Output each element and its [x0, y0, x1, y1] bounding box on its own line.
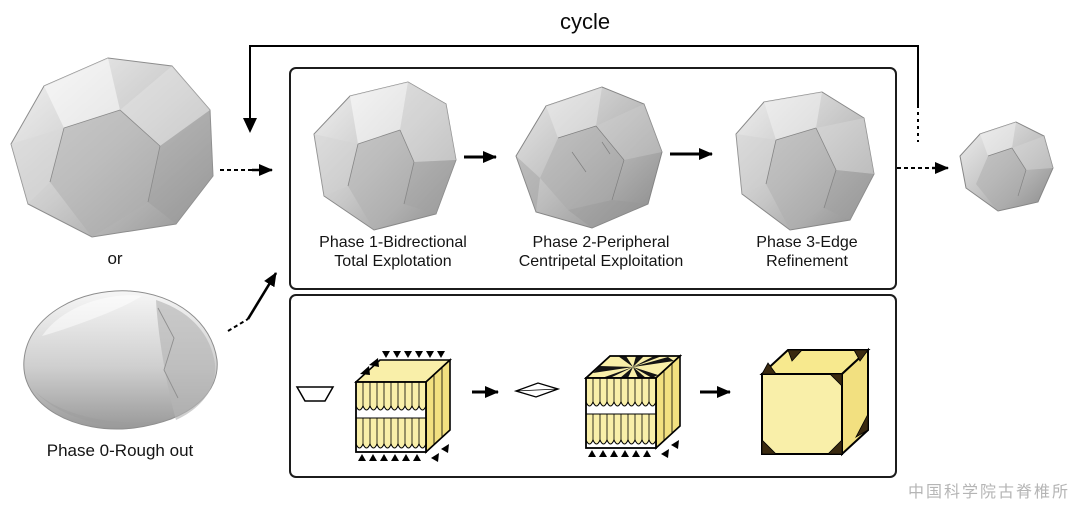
cycle-label: cycle [559, 9, 611, 34]
stone-image-phase1 [313, 81, 457, 231]
phase1-label: Phase 1-Bidrectional Total Explotation [298, 233, 488, 271]
or-label: or [107, 249, 123, 268]
cube3-front-face [761, 373, 843, 455]
detached-flake-shape [514, 382, 560, 398]
schematic-cube-bidirectional [353, 351, 453, 462]
phase3-label-line1: Phase 3-Edge [756, 234, 858, 251]
schematic-sequence-box [289, 294, 897, 478]
phase3-label-line2: Refinement [766, 253, 848, 270]
cube1-percussion-marks-bottom [358, 444, 449, 462]
phase2-label-line1: Phase 2-Peripheral [532, 234, 670, 251]
cycle-loop-line [249, 45, 919, 118]
phase0-label: Phase 0-Rough out [46, 441, 194, 460]
stone-image-phase2 [515, 86, 663, 229]
flake-cross-section-shape [295, 386, 335, 402]
stone-image-initial-core [10, 57, 214, 238]
watermark-text: 中国科学院古脊椎所 [907, 482, 1070, 501]
stone-image-rough-out [23, 290, 218, 430]
cube1-percussion-marks-top [360, 351, 445, 375]
arrow-roughout-to-box-dashed [227, 318, 249, 332]
phase2-label: Phase 2-Peripheral Centripetal Exploitat… [496, 233, 706, 271]
schematic-cube-edge-refinement [759, 347, 871, 457]
schematic-cube-centripetal [583, 354, 683, 458]
phase-sequence-box [289, 67, 897, 290]
cycle-loop-arrowhead [243, 118, 257, 133]
phase3-label: Phase 3-Edge Refinement [728, 233, 886, 271]
stone-image-phase3 [735, 91, 875, 231]
phase1-label-line1: Phase 1-Bidrectional [319, 234, 467, 251]
cube3-refinement-notches [761, 349, 869, 455]
cube2-front-face [585, 377, 657, 449]
stone-image-final-product [959, 121, 1054, 212]
cube1-front-face [355, 381, 427, 453]
phase1-label-line2: Total Explotation [334, 253, 452, 270]
arrow-roughout-to-box [246, 272, 278, 320]
phase2-label-line2: Centripetal Exploitation [518, 253, 684, 270]
cube2-percussion-marks-bottom [588, 440, 679, 458]
cube2-centripetal-pattern [593, 356, 674, 378]
